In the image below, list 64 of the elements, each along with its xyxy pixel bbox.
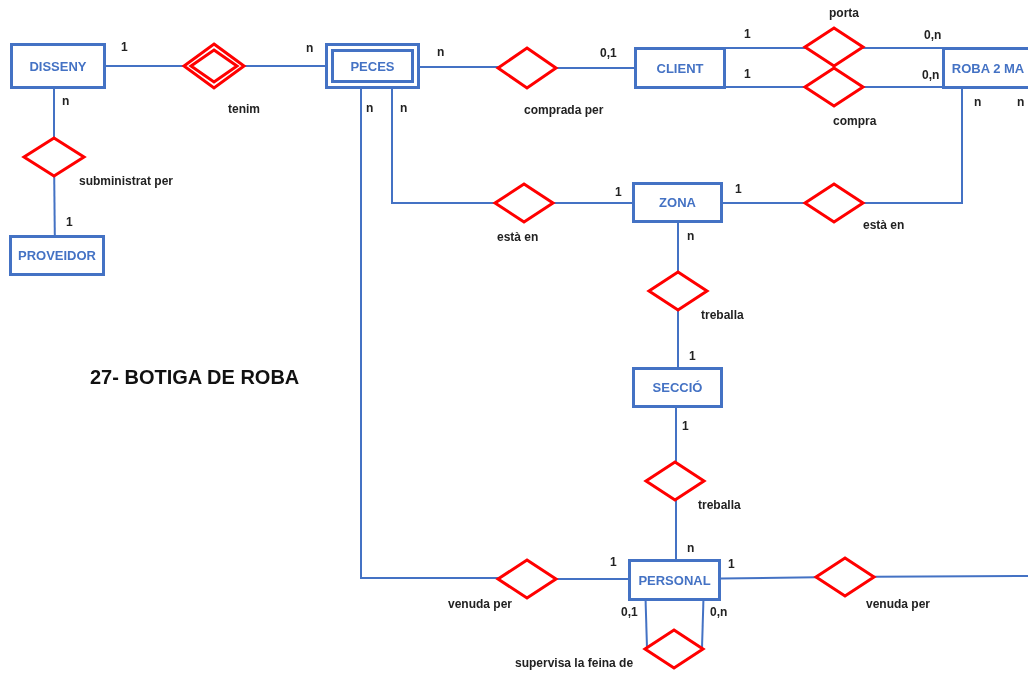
relationship-label: subministrat per bbox=[79, 174, 174, 188]
cardinality-label: n bbox=[974, 95, 982, 109]
cardinality-label: 1 bbox=[682, 419, 689, 433]
entity-box: SECCIÓ bbox=[632, 367, 723, 408]
relationship-label: porta bbox=[829, 6, 859, 20]
cardinality-label: 0,n bbox=[922, 68, 940, 82]
connector-line bbox=[555, 67, 635, 69]
cardinality-label: 0,1 bbox=[621, 605, 638, 619]
entity-box: PECES bbox=[325, 43, 420, 89]
cardinality-label: n bbox=[437, 45, 445, 59]
entity-box: ZONA bbox=[632, 182, 723, 223]
cardinality-label: 1 bbox=[66, 215, 73, 229]
connector-line bbox=[725, 47, 808, 49]
relationship-label: està en bbox=[497, 230, 539, 244]
connector-line bbox=[860, 47, 943, 49]
entity-box: PROVEIDOR bbox=[9, 235, 105, 276]
cardinality-label: 1 bbox=[610, 555, 617, 569]
cardinality-label: 1 bbox=[744, 67, 751, 81]
relationship-label: venuda per bbox=[866, 597, 931, 611]
cardinality-label: 0,1 bbox=[600, 46, 617, 60]
cardinality-label: n bbox=[306, 41, 314, 55]
relationship-label: treballa bbox=[698, 498, 741, 512]
relationship-label: està en bbox=[863, 218, 905, 232]
cardinality-label: 1 bbox=[728, 557, 735, 571]
connector-line bbox=[725, 86, 806, 88]
cardinality-label: 1 bbox=[689, 349, 696, 363]
relationship-label: supervisa la feina de bbox=[515, 656, 634, 670]
relationship-label: comprada per bbox=[524, 103, 604, 117]
connector-line bbox=[53, 88, 55, 139]
cardinality-label: n bbox=[687, 541, 695, 555]
relationship-label: treballa bbox=[701, 308, 744, 322]
cardinality-label: 1 bbox=[744, 27, 751, 41]
connector-line bbox=[701, 600, 705, 650]
connector-line bbox=[555, 578, 629, 580]
connector-line bbox=[644, 600, 648, 649]
connector-line bbox=[722, 202, 806, 204]
connector-line bbox=[391, 88, 496, 204]
connector-line bbox=[862, 88, 963, 204]
cardinality-label: n bbox=[1017, 95, 1025, 109]
cardinality-label: 1 bbox=[735, 182, 742, 196]
entity-box: CLIENT bbox=[634, 47, 726, 89]
entity-box: PERSONAL bbox=[628, 559, 721, 601]
cardinality-label: n bbox=[400, 101, 408, 115]
cardinality-label: 1 bbox=[615, 185, 622, 199]
connector-line bbox=[675, 407, 677, 464]
entity-box: ROBA 2 MA bbox=[942, 47, 1028, 89]
cardinality-label: n bbox=[366, 101, 374, 115]
connector-line bbox=[677, 222, 679, 273]
relationship-label: tenim bbox=[228, 102, 260, 116]
connector-line bbox=[862, 86, 943, 88]
cardinality-label: n bbox=[687, 229, 695, 243]
entity-box: DISSENY bbox=[10, 43, 106, 89]
cardinality-label: n bbox=[62, 94, 70, 108]
connector-line bbox=[53, 174, 56, 236]
cardinality-label: 0,n bbox=[710, 605, 728, 619]
relationship-label: compra bbox=[833, 114, 877, 128]
relationship-label: venuda per bbox=[448, 597, 513, 611]
connector-line bbox=[105, 65, 185, 67]
connector-line bbox=[677, 309, 679, 368]
connector-line bbox=[243, 65, 326, 67]
connector-line bbox=[552, 202, 633, 204]
cardinality-label: 1 bbox=[121, 40, 128, 54]
diagram-title: 27- BOTIGA DE ROBA bbox=[90, 366, 300, 389]
cardinality-label: 0,n bbox=[924, 28, 942, 42]
